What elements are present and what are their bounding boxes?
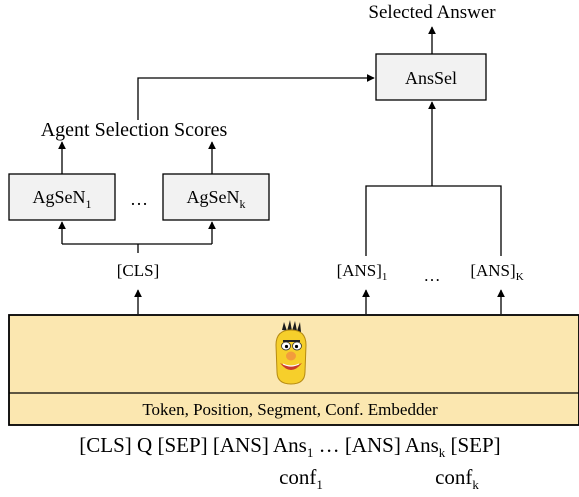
agsen-ellipsis: …	[130, 189, 148, 209]
input-sequence-line: [CLS] Q [SEP] [ANS] Ans1 … [ANS] Ansk [S…	[79, 433, 500, 460]
agsen-1-box	[8, 173, 116, 221]
selected-answer-label: Selected Answer	[368, 2, 496, 23]
conf-k-label: confk	[435, 465, 479, 492]
scores-to-anssel-arrow	[137, 74, 375, 120]
ans-1-output-label: [ANS]1	[337, 261, 388, 283]
conf-1-label: conf1	[279, 465, 323, 492]
embedder-label: Token, Position, Segment, Conf. Embedder	[142, 400, 438, 419]
anssel-box	[375, 53, 487, 101]
ans-merge-line	[365, 185, 502, 256]
agsen-1-label: AgSeN1	[33, 187, 92, 211]
agsen-k-label: AgSeNk	[187, 187, 246, 211]
agent-selection-scores-label: Agent Selection Scores	[41, 119, 228, 141]
ans-ellipsis: …	[424, 266, 441, 285]
cls-output-label: [CLS]	[117, 261, 160, 280]
ans-k-output-label: [ANS]K	[470, 261, 523, 283]
anssel-label: AnsSel	[405, 68, 457, 88]
agsen-k-box	[162, 173, 270, 221]
cls-fork-line	[62, 243, 212, 253]
bert-mascot-icon	[275, 320, 307, 385]
